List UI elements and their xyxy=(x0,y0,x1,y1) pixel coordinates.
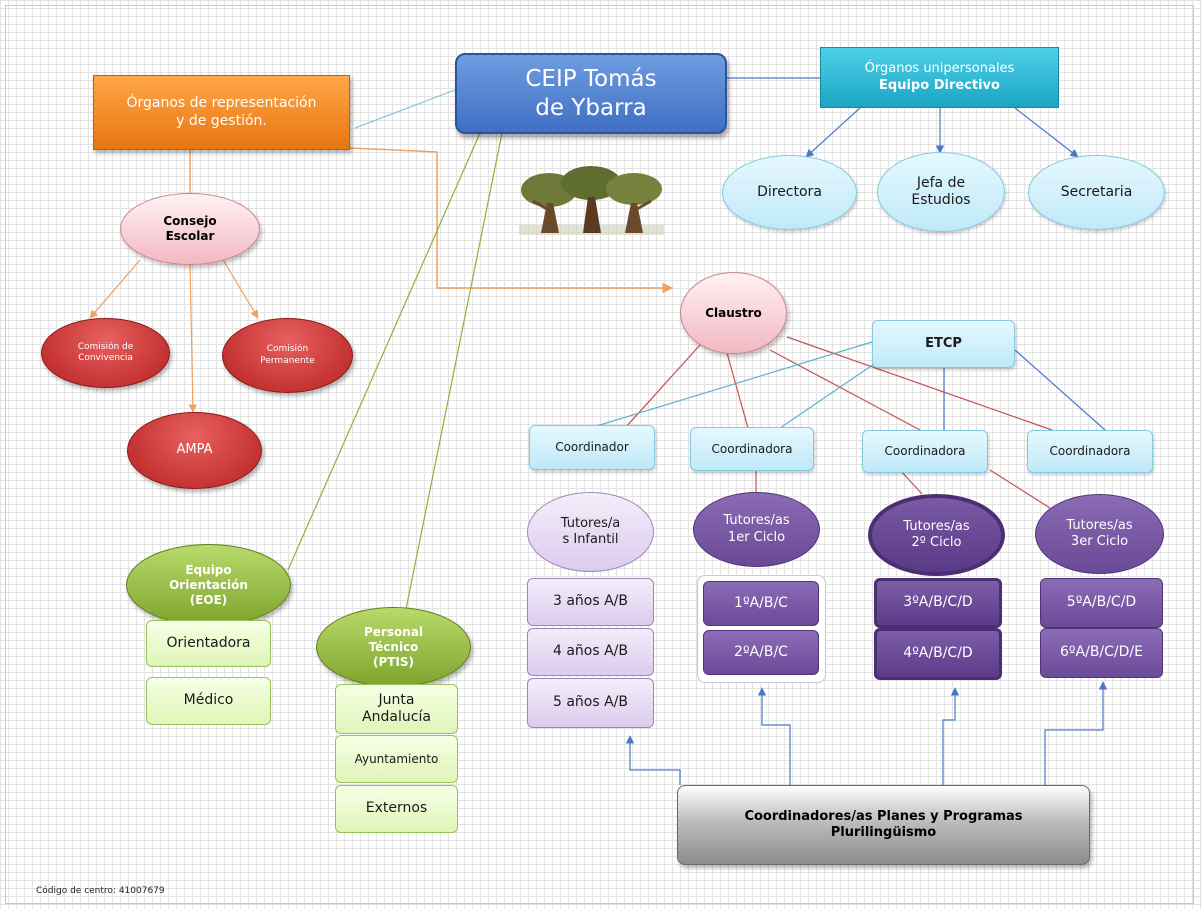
planes-line2: Plurilingüismo xyxy=(830,825,937,840)
consejo-escolar-node: Consejo Escolar xyxy=(120,193,260,265)
group-label: 3ºA/B/C/D xyxy=(903,594,973,611)
planes-line1: Coordinadores/as Planes y Programas xyxy=(744,808,1023,824)
group-label: 2ºA/B/C xyxy=(734,643,788,660)
tutores-line2: 2º Ciclo xyxy=(911,535,962,550)
tutores-line2: 1er Ciclo xyxy=(727,529,786,545)
permanente-line2: Permanente xyxy=(260,355,315,366)
group-label: 4 años A/B xyxy=(552,643,629,660)
coordinator-label: Coordinadora xyxy=(711,441,793,456)
orientadora-box: Orientadora xyxy=(146,620,271,667)
coordinator-ciclo2: Coordinadora xyxy=(862,430,988,473)
eoe-item-label: Orientadora xyxy=(166,634,251,651)
ptis-line1: Personal xyxy=(364,624,423,639)
group-ciclo1-2: 2ºA/B/C xyxy=(703,630,819,675)
group-ciclo1-1: 1ºA/B/C xyxy=(703,581,819,626)
eoe-line2: Orientación xyxy=(169,577,248,592)
planes-programas-box: Coordinadores/as Planes y Programas Plur… xyxy=(677,785,1090,865)
permanente-line1: Comisión xyxy=(266,344,309,355)
codigo-centro: Código de centro: 41007679 xyxy=(36,886,165,896)
ptis-item-label: Externos xyxy=(365,800,428,817)
group-label: 6ºA/B/C/D/E xyxy=(1060,644,1143,661)
tutores-ciclo2-node: Tutores/as 2º Ciclo xyxy=(868,494,1005,576)
coordinator-ciclo3: Coordinadora xyxy=(1027,430,1153,473)
school-title-box: CEIP Tomás de Ybarra xyxy=(455,53,727,134)
jefa-label-line1: Jefa de xyxy=(916,174,966,191)
group-label: 5 años A/B xyxy=(552,694,629,711)
comision-permanente-node: Comisión Permanente xyxy=(222,318,353,393)
tutores-line1: Tutores/as xyxy=(723,513,790,529)
claustro-node: Claustro xyxy=(680,272,787,354)
tutores-ciclo1-node: Tutores/as 1er Ciclo xyxy=(693,492,820,567)
claustro-label: Claustro xyxy=(705,305,762,320)
eoe-node: Equipo Orientación (EOE) xyxy=(126,544,291,626)
etcp-box: ETCP xyxy=(872,320,1015,368)
tutores-line2: s Infantil xyxy=(562,532,619,547)
tutores-ciclo3-node: Tutores/as 3er Ciclo xyxy=(1035,494,1164,574)
group-label: 4ºA/B/C/D xyxy=(903,645,973,662)
ayuntamiento-box: Ayuntamiento xyxy=(335,735,458,783)
group-label: 1ºA/B/C xyxy=(734,594,788,611)
ampa-label: AMPA xyxy=(176,442,213,458)
coordinator-label: Coordinadora xyxy=(884,444,966,458)
directora-node: Directora xyxy=(722,155,857,230)
group-infantil-4: 4 años A/B xyxy=(527,628,654,676)
junta-andalucia-box: Junta Andalucía xyxy=(335,684,458,734)
secretaria-node: Secretaria xyxy=(1028,155,1165,230)
ptis-node: Personal Técnico (PTIS) xyxy=(316,607,471,687)
group-label: 3 años A/B xyxy=(552,593,629,610)
group-ciclo2-4: 4ºA/B/C/D xyxy=(874,628,1002,680)
convivencia-line2: Convivencia xyxy=(78,353,133,363)
school-name-line1: CEIP Tomás xyxy=(525,65,657,92)
tutores-line1: Tutores/as xyxy=(903,518,970,534)
tutores-line2: 3er Ciclo xyxy=(1070,534,1129,549)
unipersonal-line1: Órganos unipersonales xyxy=(864,61,1015,77)
jefa-label-line2: Estudios xyxy=(911,192,971,208)
group-ciclo2-3: 3ºA/B/C/D xyxy=(874,578,1002,628)
convivencia-line1: Comisión de xyxy=(77,341,134,352)
jefa-estudios-node: Jefa de Estudios xyxy=(877,152,1005,232)
tutores-line1: Tutores/a xyxy=(560,515,621,531)
externos-box: Externos xyxy=(335,785,458,833)
school-logo-trees xyxy=(519,166,664,235)
unipersonal-line2: Equipo Directivo xyxy=(879,77,1000,93)
group-label: 5ºA/B/C/D xyxy=(1066,594,1137,611)
medico-box: Médico xyxy=(146,677,271,725)
ptis-line2: Técnico xyxy=(368,639,419,654)
eoe-item-label: Médico xyxy=(183,692,234,709)
comision-convivencia-node: Comisión de Convivencia xyxy=(41,318,170,388)
coordinator-ciclo1: Coordinadora xyxy=(690,427,814,471)
group-ciclo3-6: 6ºA/B/C/D/E xyxy=(1040,628,1163,678)
consejo-line1: Consejo xyxy=(163,214,217,228)
ampa-node: AMPA xyxy=(127,412,262,489)
etcp-label: ETCP xyxy=(925,335,962,351)
diagram-frame xyxy=(5,5,1194,904)
school-name-line2: de Ybarra xyxy=(535,94,647,121)
consejo-line2: Escolar xyxy=(165,229,215,243)
ptis-item-label: Ayuntamiento xyxy=(354,751,439,766)
tutores-infantil-node: Tutores/a s Infantil xyxy=(527,492,654,572)
secretaria-label: Secretaria xyxy=(1060,183,1133,200)
eoe-line1: Equipo xyxy=(185,562,232,577)
coordinator-infantil: Coordinador xyxy=(529,425,655,470)
representation-box: Órganos de representación y de gestión. xyxy=(93,75,350,150)
eoe-line3: (EOE) xyxy=(189,592,228,607)
coordinator-label: Coordinador xyxy=(555,440,629,454)
tutores-line1: Tutores/as xyxy=(1066,517,1133,533)
ptis-item-label: Junta Andalucía xyxy=(362,691,431,726)
group-ciclo3-5: 5ºA/B/C/D xyxy=(1040,578,1163,628)
coordinator-label: Coordinadora xyxy=(1049,444,1131,458)
ptis-line3: (PTIS) xyxy=(372,654,415,669)
representation-line1: Órganos de representación xyxy=(126,95,317,111)
group-infantil-3: 3 años A/B xyxy=(527,578,654,626)
directora-label: Directora xyxy=(757,183,822,200)
unipersonal-box: Órganos unipersonales Equipo Directivo xyxy=(820,47,1059,108)
group-infantil-5: 5 años A/B xyxy=(527,678,654,728)
representation-line2: y de gestión. xyxy=(176,112,267,129)
